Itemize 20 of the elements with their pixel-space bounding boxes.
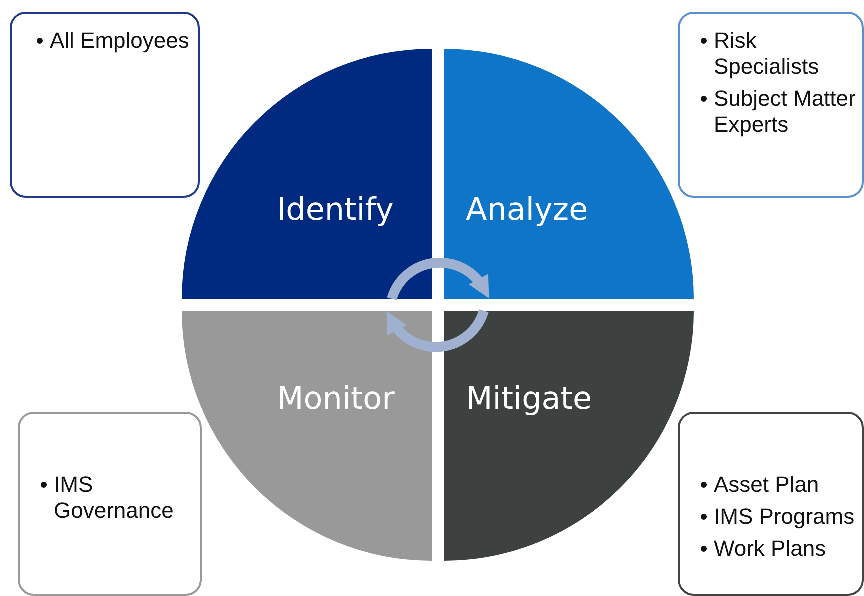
- quadrant-segment: [182, 311, 432, 561]
- bullet-text: IMS Programs: [714, 504, 855, 529]
- quadrant-label: Identify: [277, 192, 394, 228]
- curved-arrow: [387, 258, 490, 301]
- bullet-text: All Employees: [50, 28, 190, 53]
- text-box: [678, 12, 864, 198]
- bullet-text: Work Plans: [714, 536, 826, 561]
- quadrant-label: Mitigate: [466, 381, 592, 417]
- text-box: [678, 412, 864, 596]
- bullet-text: Risk Specialists: [714, 28, 820, 79]
- quadrant-label: Monitor: [277, 381, 395, 417]
- curved-arrow: [386, 309, 489, 352]
- quadrant-segment: [444, 49, 694, 299]
- quadrant-segment: [444, 311, 694, 561]
- bullet-text: Subject Matter Experts: [714, 86, 856, 137]
- bullet-text: Asset Plan: [714, 472, 820, 497]
- bullet-text: IMS Governance: [54, 472, 174, 523]
- text-box: [10, 12, 200, 198]
- quadrant-label: Analyze: [466, 192, 588, 228]
- text-box: [18, 412, 202, 596]
